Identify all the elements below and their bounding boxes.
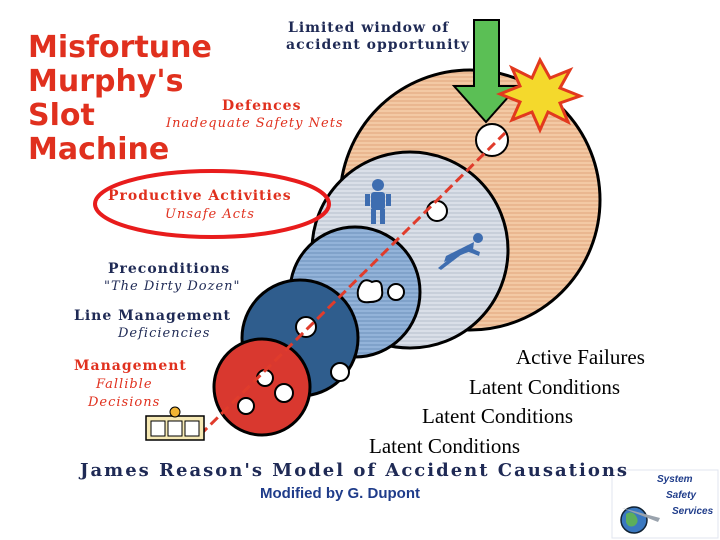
preconditions-hole — [356, 279, 384, 304]
title-line-4: Machine — [28, 132, 170, 167]
title-line-3: Slot — [28, 98, 95, 133]
modified-by-caption: Modified by G. Dupont — [260, 485, 420, 502]
defences-label: Defences — [222, 98, 302, 114]
management-sub-1: Fallible — [96, 377, 153, 392]
management-label: Management — [74, 358, 187, 374]
productive-label: Productive Activities — [108, 188, 292, 204]
management-layer — [212, 337, 312, 437]
defences-hole — [475, 123, 509, 157]
preconditions-label: Preconditions — [108, 261, 231, 277]
management-hole-2 — [274, 383, 294, 403]
productive-sub: Unsafe Acts — [165, 207, 255, 222]
defences-sub: Inadequate Safety Nets — [166, 116, 344, 131]
worker-figure-icon — [365, 179, 391, 224]
falling-worker-icon — [438, 233, 483, 270]
latent-conditions-label-2: Latent Conditions — [422, 404, 574, 428]
title-line-1: Misfortune — [28, 30, 212, 65]
productive-highlight-ellipse — [93, 169, 331, 239]
line-management-sub: Deficiencies — [118, 326, 211, 341]
preconditions-hole-small — [387, 283, 405, 301]
latent-conditions-label-3: Latent Conditions — [369, 434, 521, 458]
management-sub-2: Decisions — [88, 395, 161, 410]
title-line-2: Murphy's — [28, 64, 184, 99]
slot-machine-icon — [145, 406, 205, 441]
logo-text-2: Safety — [666, 490, 697, 501]
preconditions-sub: "The Dirty Dozen" — [104, 279, 241, 294]
window-label-line-1: Limited window of — [288, 20, 450, 36]
model-caption: James Reason's Model of Accident Causati… — [80, 460, 630, 481]
window-label-line-2: accident opportunity — [286, 37, 471, 53]
management-hole-3 — [237, 397, 255, 415]
logo-text-3: Services — [672, 506, 714, 517]
line-management-hole-1 — [295, 316, 317, 338]
line-management-label: Line Management — [74, 308, 232, 324]
explosion-icon — [495, 56, 585, 134]
latent-conditions-label-1: Latent Conditions — [469, 375, 621, 399]
accident-trajectory-line — [198, 131, 507, 437]
productive-hole — [426, 200, 448, 222]
logo-text-1: System — [657, 474, 693, 485]
opportunity-arrow-icon — [451, 19, 521, 124]
active-failures-label: Active Failures — [516, 345, 645, 369]
line-management-hole-2 — [330, 362, 350, 382]
system-safety-logo-icon — [611, 469, 719, 539]
